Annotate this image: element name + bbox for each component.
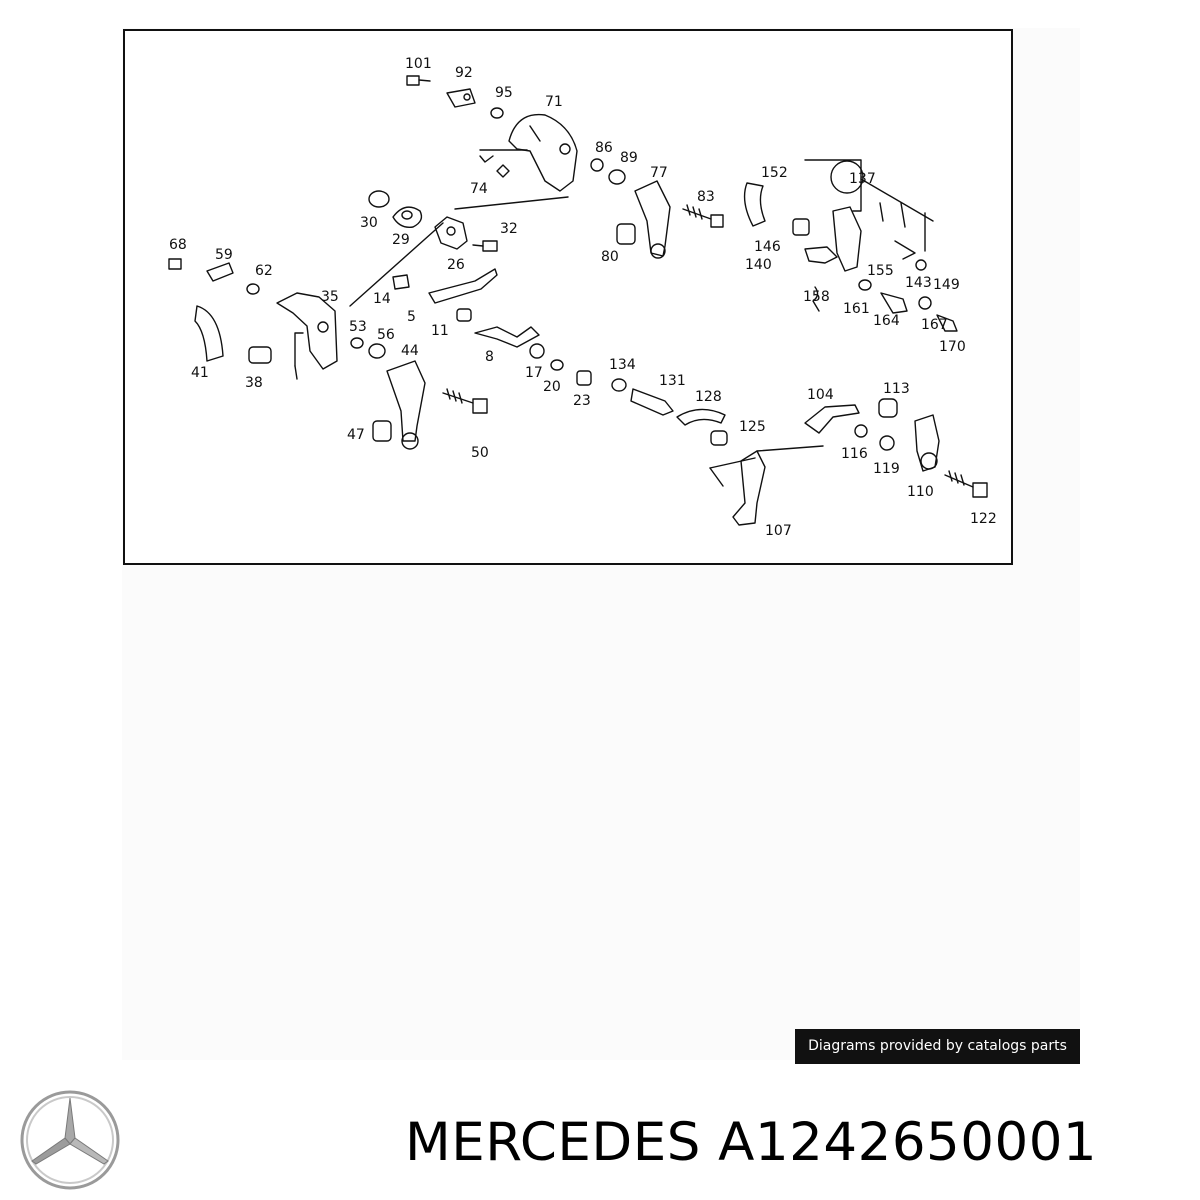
callout-5: 5 — [407, 309, 416, 325]
callout-170: 170 — [939, 339, 966, 355]
callout-44: 44 — [401, 343, 419, 359]
callout-80: 80 — [601, 249, 619, 265]
callout-35: 35 — [321, 289, 339, 305]
callout-23: 23 — [573, 393, 591, 409]
callout-14: 14 — [373, 291, 391, 307]
callout-152: 152 — [761, 165, 788, 181]
callout-164: 164 — [873, 313, 900, 329]
callout-119: 119 — [873, 461, 900, 477]
callout-38: 38 — [245, 375, 263, 391]
parts-diagram: 101 92 95 71 86 89 77 83 152 137 74 30 29 32 26 146 140 1… — [123, 29, 1013, 565]
callout-92: 92 — [455, 65, 473, 81]
callout-89: 89 — [620, 150, 638, 166]
callout-17: 17 — [525, 365, 543, 381]
callout-137: 137 — [849, 171, 876, 187]
callout-77: 77 — [650, 165, 668, 181]
callout-86: 86 — [595, 140, 613, 156]
callout-122: 122 — [970, 511, 997, 527]
callout-167: 167 — [921, 317, 948, 333]
callout-59: 59 — [215, 247, 233, 263]
callout-50: 50 — [471, 445, 489, 461]
callout-26: 26 — [447, 257, 465, 273]
callout-53: 53 — [349, 319, 367, 335]
diagram-credit-banner: Diagrams provided by catalogs parts — [795, 1029, 1080, 1064]
callout-20: 20 — [543, 379, 561, 395]
callout-158: 158 — [803, 289, 830, 305]
callout-30: 30 — [360, 215, 378, 231]
callout-125: 125 — [739, 419, 766, 435]
callout-107: 107 — [765, 523, 792, 539]
callout-74: 74 — [470, 181, 488, 197]
part-title: MERCEDES A1242650001 — [405, 1112, 1098, 1173]
callout-71: 71 — [545, 94, 563, 110]
callout-146: 146 — [754, 239, 781, 255]
callout-56: 56 — [377, 327, 395, 343]
callout-83: 83 — [697, 189, 715, 205]
callout-8: 8 — [485, 349, 494, 365]
callout-62: 62 — [255, 263, 273, 279]
callout-149: 149 — [933, 277, 960, 293]
callout-104: 104 — [807, 387, 834, 403]
callout-29: 29 — [392, 232, 410, 248]
callout-47: 47 — [347, 427, 365, 443]
callout-32: 32 — [500, 221, 518, 237]
callout-131: 131 — [659, 373, 686, 389]
callout-143: 143 — [905, 275, 932, 291]
callout-155: 155 — [867, 263, 894, 279]
mercedes-star-logo — [18, 1088, 122, 1192]
callout-140: 140 — [745, 257, 772, 273]
callout-110: 110 — [907, 484, 934, 500]
callout-41: 41 — [191, 365, 209, 381]
exploded-view-drawing: 101 92 95 71 86 89 77 83 152 137 74 30 29 32 26 146 140 1… — [168, 56, 997, 539]
callout-101: 101 — [405, 56, 432, 72]
callout-68: 68 — [169, 237, 187, 253]
callout-134: 134 — [609, 357, 636, 373]
callout-11: 11 — [431, 323, 449, 339]
callout-95: 95 — [495, 85, 513, 101]
callout-113: 113 — [883, 381, 910, 397]
callout-161: 161 — [843, 301, 870, 317]
callout-labels: 101 92 95 71 86 89 77 83 152 137 74 30 29 32 26 146 140 1… — [169, 56, 997, 539]
callout-116: 116 — [841, 446, 868, 462]
callout-128: 128 — [695, 389, 722, 405]
